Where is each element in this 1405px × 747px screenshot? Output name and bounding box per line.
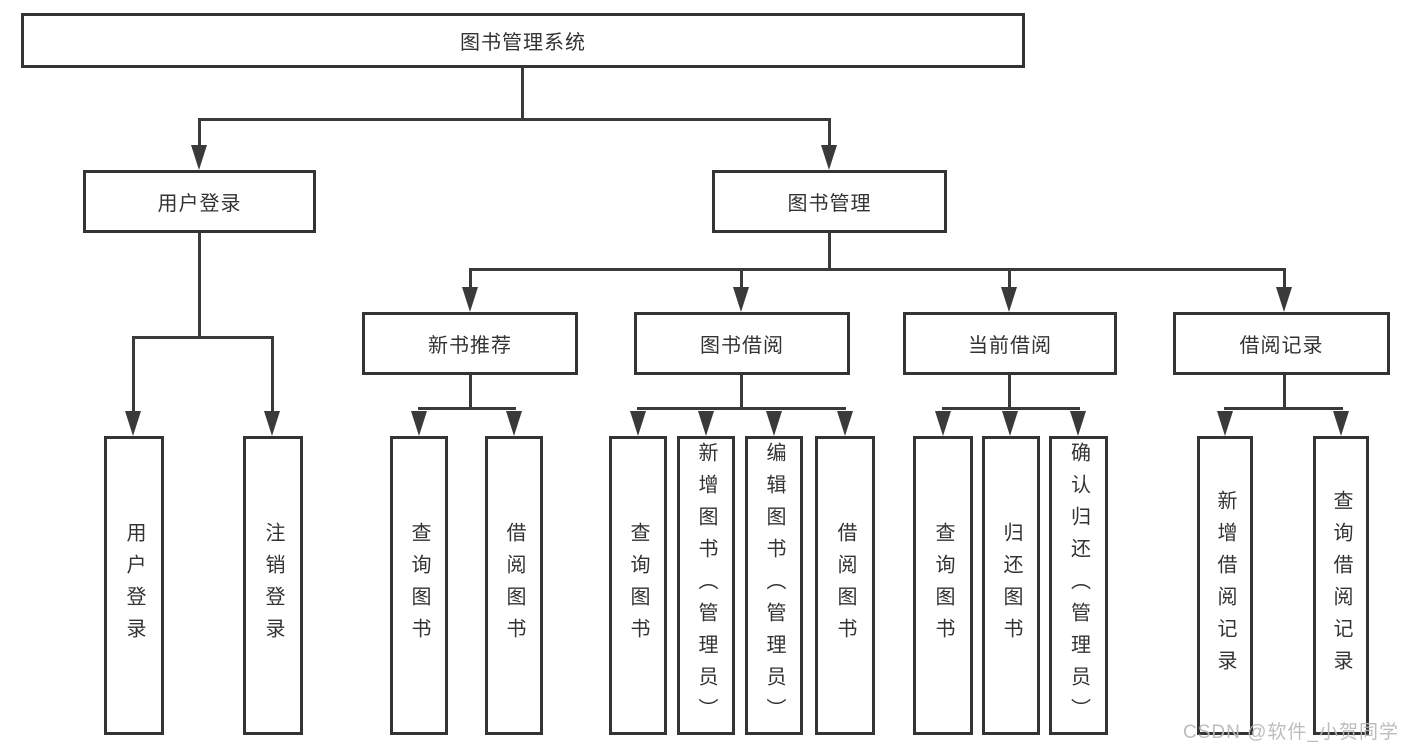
connector-stem bbox=[469, 375, 472, 410]
arrow-down bbox=[264, 411, 280, 436]
node-label: 借阅记录 bbox=[1239, 335, 1324, 357]
arrow-down bbox=[462, 287, 478, 312]
connector-bar bbox=[637, 407, 846, 410]
arrow-down bbox=[1276, 287, 1292, 312]
node-borrowing-records: 借阅记录 bbox=[1173, 312, 1390, 375]
connector-bar bbox=[942, 407, 1080, 410]
leaf-label: 查询借阅记录 bbox=[1330, 489, 1352, 682]
leaf-user-login: 用户登录 bbox=[104, 436, 164, 735]
node-library-management-system: 图书管理系统 bbox=[21, 13, 1025, 68]
arrow-down bbox=[506, 411, 522, 436]
leaf-label: 查询图书 bbox=[627, 521, 649, 650]
node-label: 新书推荐 bbox=[428, 335, 512, 357]
leaf-query-books-borrow: 查询图书 bbox=[609, 436, 667, 735]
leaf-borrow-books-recommend: 借阅图书 bbox=[485, 436, 543, 735]
connector-drop bbox=[271, 336, 274, 412]
arrow-down bbox=[1217, 411, 1233, 436]
arrow-down bbox=[1002, 411, 1018, 436]
leaf-label: 查询图书 bbox=[408, 521, 430, 650]
connector-drop bbox=[828, 118, 831, 146]
node-label: 图书管理 bbox=[787, 193, 872, 215]
connector-bar bbox=[1224, 407, 1343, 410]
connector-drop bbox=[132, 336, 135, 412]
leaf-borrow-books: 借阅图书 bbox=[815, 436, 875, 735]
leaf-query-books-recommend: 查询图书 bbox=[390, 436, 448, 735]
node-new-book-recommendation: 新书推荐 bbox=[362, 312, 578, 375]
leaf-edit-books-admin: 编辑图书（管理员） bbox=[745, 436, 803, 735]
connector-drop bbox=[469, 268, 472, 290]
arrow-down bbox=[191, 145, 207, 170]
leaf-return-books: 归还图书 bbox=[982, 436, 1040, 735]
arrow-down bbox=[630, 411, 646, 436]
leaf-label: 查询图书 bbox=[932, 521, 954, 650]
leaf-logout: 注销登录 bbox=[243, 436, 303, 735]
connector-book-management-stem bbox=[828, 233, 831, 268]
arrow-down bbox=[935, 411, 951, 436]
connector-user-login-stem bbox=[198, 233, 201, 339]
connector-root-stem bbox=[521, 68, 524, 118]
node-label: 图书借阅 bbox=[700, 335, 784, 357]
leaf-label: 用户登录 bbox=[123, 521, 145, 650]
node-user-login: 用户登录 bbox=[83, 170, 316, 233]
connector-bar bbox=[418, 407, 516, 410]
leaf-label: 新增借阅记录 bbox=[1214, 489, 1236, 682]
connector-drop bbox=[198, 118, 201, 146]
node-label: 用户登录 bbox=[157, 193, 242, 215]
leaf-query-books-current: 查询图书 bbox=[913, 436, 973, 735]
node-label: 图书管理系统 bbox=[460, 32, 586, 54]
leaf-label: 确认归还（管理员） bbox=[1067, 441, 1090, 730]
connector-stem bbox=[1283, 375, 1286, 410]
leaf-confirm-return-admin: 确认归还（管理员） bbox=[1049, 436, 1108, 735]
connector-stem bbox=[740, 375, 743, 410]
node-label: 当前借阅 bbox=[968, 335, 1052, 357]
leaf-label: 注销登录 bbox=[262, 521, 284, 650]
node-book-management: 图书管理 bbox=[712, 170, 947, 233]
arrow-down bbox=[1333, 411, 1349, 436]
connector-drop bbox=[740, 268, 743, 290]
arrow-down bbox=[821, 145, 837, 170]
arrow-down bbox=[733, 287, 749, 312]
arrow-down bbox=[766, 411, 782, 436]
leaf-query-borrow-record: 查询借阅记录 bbox=[1313, 436, 1369, 735]
arrow-down bbox=[125, 411, 141, 436]
connector-book-management-bar bbox=[469, 268, 1286, 271]
node-book-borrowing: 图书借阅 bbox=[634, 312, 850, 375]
leaf-label: 借阅图书 bbox=[503, 521, 525, 650]
leaf-add-borrow-record: 新增借阅记录 bbox=[1197, 436, 1253, 735]
connector-drop bbox=[1283, 268, 1286, 290]
arrow-down bbox=[411, 411, 427, 436]
node-current-borrowing: 当前借阅 bbox=[903, 312, 1117, 375]
arrow-down bbox=[837, 411, 853, 436]
leaf-label: 借阅图书 bbox=[834, 521, 856, 650]
leaf-add-books-admin: 新增图书（管理员） bbox=[677, 436, 735, 735]
arrow-down bbox=[1001, 287, 1017, 312]
leaf-label: 编辑图书（管理员） bbox=[763, 441, 785, 730]
connector-root-bar bbox=[198, 118, 831, 121]
leaf-label: 归还图书 bbox=[1000, 521, 1022, 650]
arrow-down bbox=[1070, 411, 1086, 436]
arrow-down bbox=[698, 411, 714, 436]
connector-stem bbox=[1008, 375, 1011, 410]
connector-drop bbox=[1008, 268, 1011, 290]
connector-user-login-bar bbox=[132, 336, 273, 339]
csdn-watermark: CSDN @软件_小贺同学 bbox=[1183, 722, 1399, 743]
leaf-label: 新增图书（管理员） bbox=[695, 441, 717, 730]
